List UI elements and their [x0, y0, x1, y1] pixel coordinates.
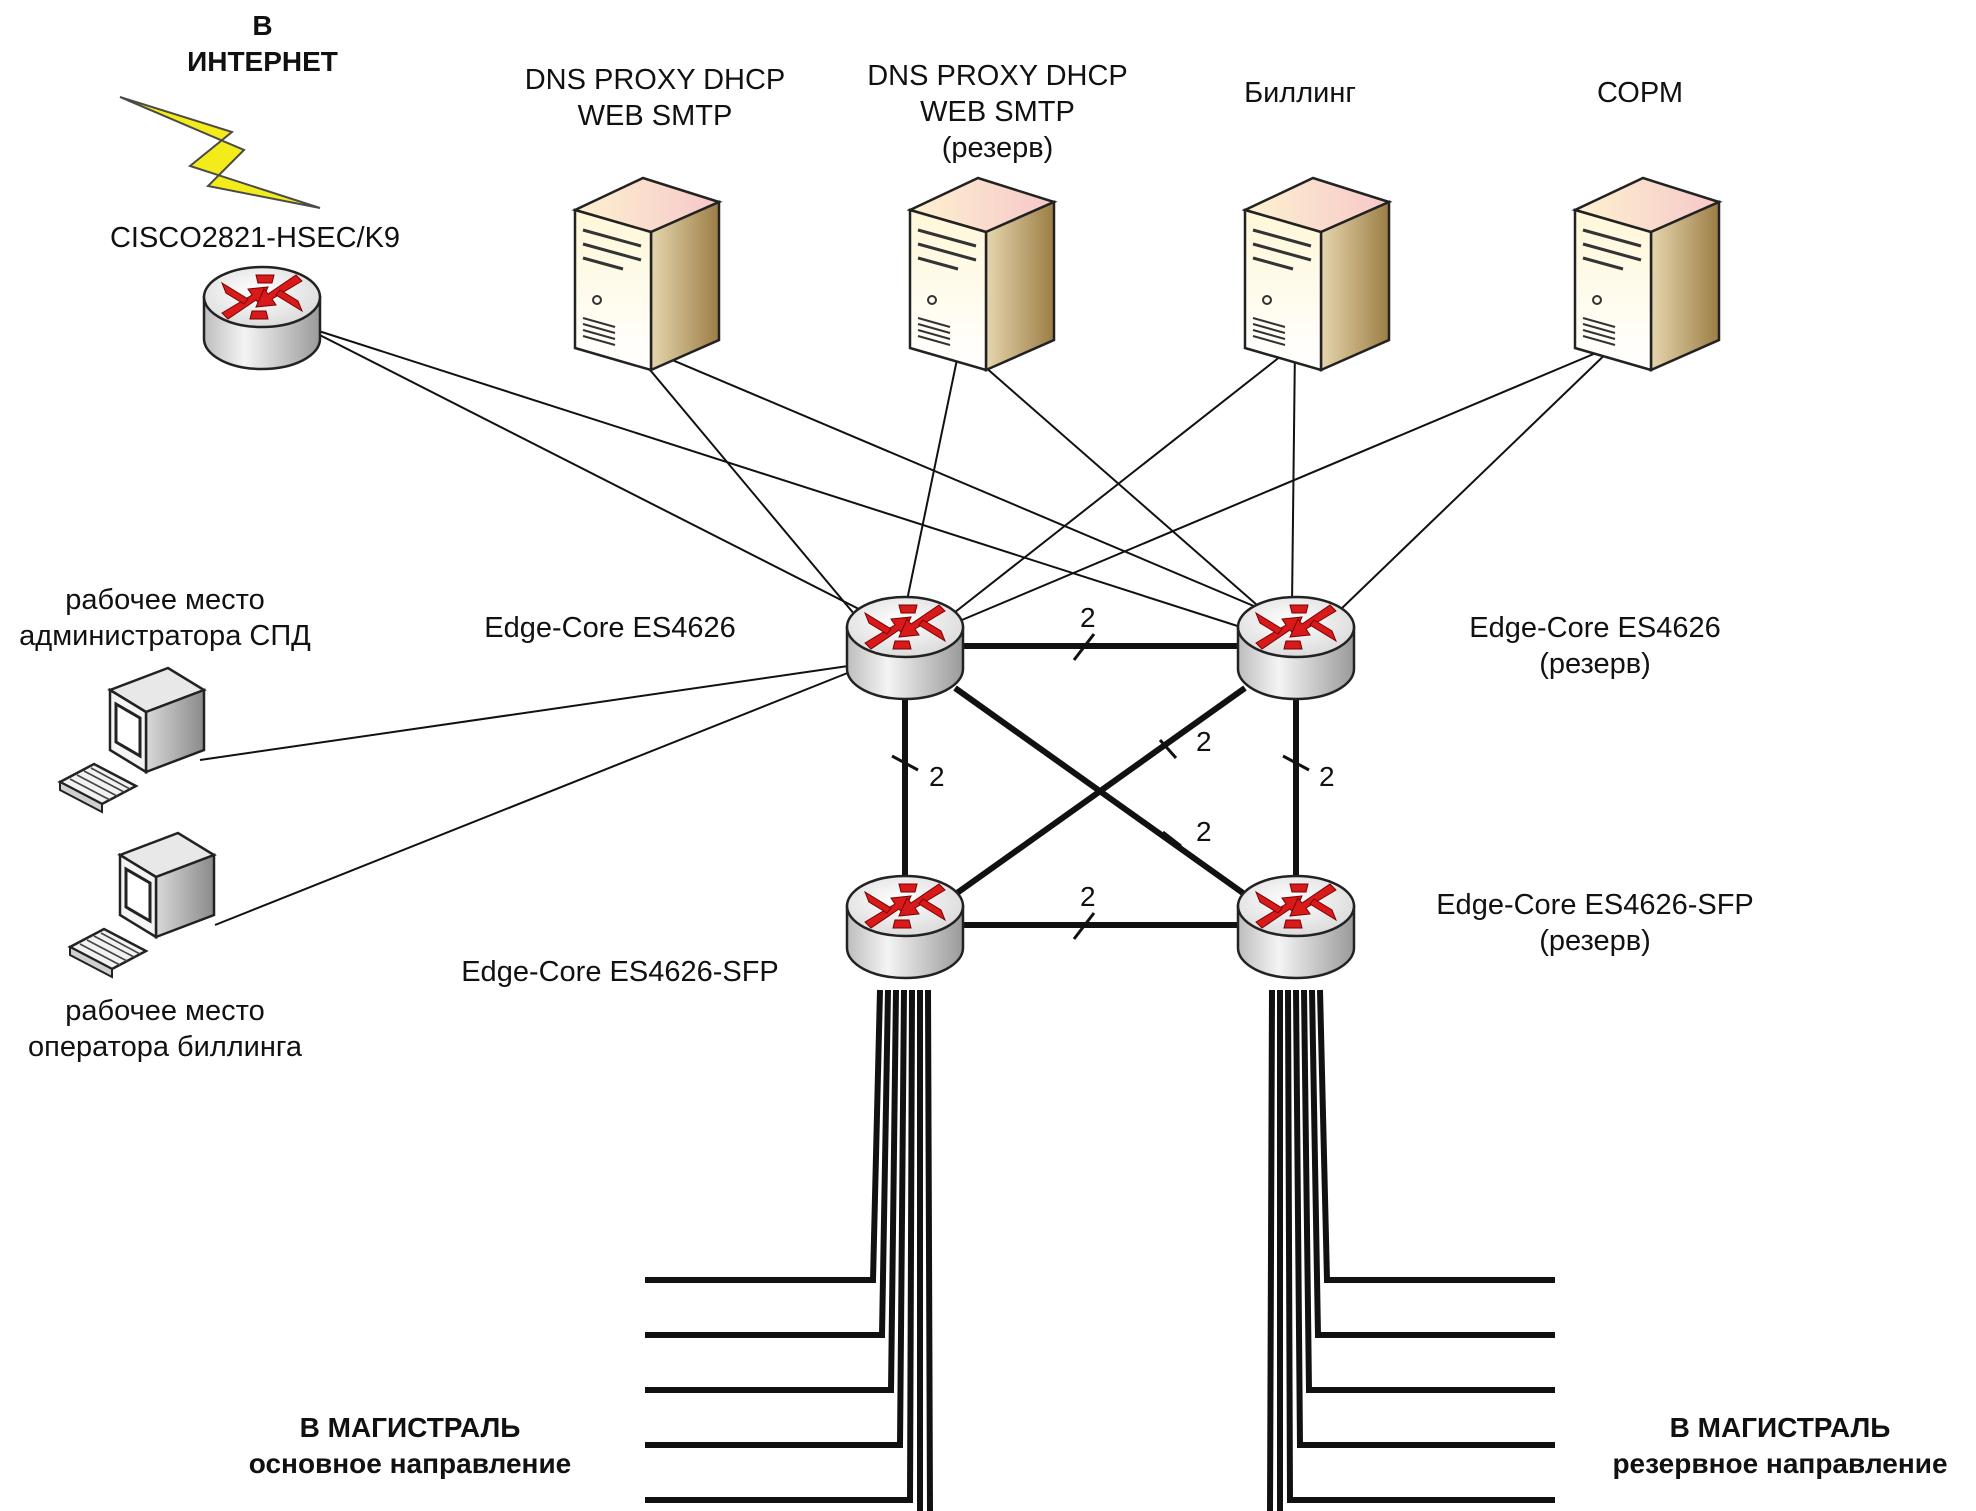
admin-workstation-label-line1: рабочее место — [65, 584, 265, 616]
internet-label-line1: В — [252, 10, 273, 41]
server-dns-icon — [573, 176, 721, 372]
core-switch-backup-label-line2: (резерв) — [1539, 648, 1651, 680]
admin-workstation-label: рабочее место администратора СПД — [0, 582, 330, 654]
server-dns-backup-label-line1: DNS PROXY DHCP — [867, 60, 1128, 92]
lightning-icon — [119, 96, 321, 209]
sfp-switch-backup-icon — [1236, 874, 1356, 980]
sfp-switch-main-label: Edge-Core ES4626-SFP — [461, 956, 779, 988]
admin-workstation-label-line2: администратора СПД — [19, 620, 311, 652]
server-dns-backup-label-line2: WEB SMTP — [920, 96, 1075, 128]
link-ticks — [891, 633, 1310, 940]
billing-workstation-label-line1: рабочее место — [65, 995, 265, 1027]
core-switch-main-label: Edge-Core ES4626 — [484, 612, 736, 644]
server-dns-label: DNS PROXY DHCP WEB SMTP — [490, 62, 820, 134]
backbone-reserve-label: В МАГИСТРАЛЬ резервное направление — [1590, 1410, 1970, 1482]
server-billing-icon — [1243, 176, 1391, 372]
sfp-switch-backup-label-line2: (резерв) — [1539, 925, 1651, 957]
thin-links — [199, 324, 1616, 926]
backbone-lines — [645, 989, 1555, 1511]
backbone-main-label: В МАГИСТРАЛЬ основное направление — [200, 1410, 620, 1482]
internet-label-line2: ИНТЕРНЕТ — [187, 46, 338, 77]
core-switch-backup-icon — [1236, 595, 1356, 701]
core-switch-main-icon — [845, 595, 965, 701]
link-count-cross-upper: 2 — [1196, 726, 1212, 757]
server-dns-label-line2: WEB SMTP — [577, 100, 733, 132]
cisco-router-label: CISCO2821-HSEC/K9 — [109, 222, 401, 254]
link-count-bottom: 2 — [1080, 881, 1096, 912]
backbone-reserve-label-line2: резервное направление — [1612, 1448, 1948, 1479]
internet-label: В ИНТЕРНЕТ — [160, 8, 365, 80]
core-switch-backup-label-line1: Edge-Core ES4626 — [1469, 612, 1721, 644]
billing-workstation-icon — [68, 831, 216, 979]
server-dns-backup-label-line3: (резерв) — [941, 132, 1054, 164]
server-dns-backup-label: DNS PROXY DHCP WEB SMTP (резерв) — [830, 58, 1165, 166]
cisco-router-icon — [202, 265, 322, 371]
admin-workstation-icon — [58, 666, 206, 814]
backbone-reserve-label-line1: В МАГИСТРАЛЬ — [1669, 1412, 1891, 1443]
sfp-switch-backup-label: Edge-Core ES4626-SFP (резерв) — [1390, 887, 1800, 959]
billing-workstation-label: рабочее место оператора биллинга — [0, 993, 330, 1065]
sfp-switch-main-icon — [845, 874, 965, 980]
link-count-left: 2 — [929, 761, 945, 792]
link-count-right: 2 — [1319, 761, 1335, 792]
link-count-cross-lower: 2 — [1196, 816, 1212, 847]
server-dns-label-line1: DNS PROXY DHCP — [524, 64, 786, 96]
thick-links — [902, 643, 1299, 928]
core-switch-backup-label: Edge-Core ES4626 (резерв) — [1420, 610, 1770, 682]
server-sorm-icon — [1573, 176, 1721, 372]
server-dns-backup-icon — [908, 176, 1056, 372]
backbone-main-label-line2: основное направление — [248, 1448, 572, 1479]
backbone-main-label-line1: В МАГИСТРАЛЬ — [299, 1412, 521, 1443]
billing-workstation-label-line2: оператора биллинга — [28, 1031, 302, 1063]
server-billing-label: Биллинг — [1244, 77, 1356, 109]
sfp-switch-backup-label-line1: Edge-Core ES4626-SFP — [1436, 889, 1754, 921]
server-sorm-label: СОРМ — [1596, 77, 1684, 109]
link-count-top: 2 — [1080, 602, 1096, 633]
